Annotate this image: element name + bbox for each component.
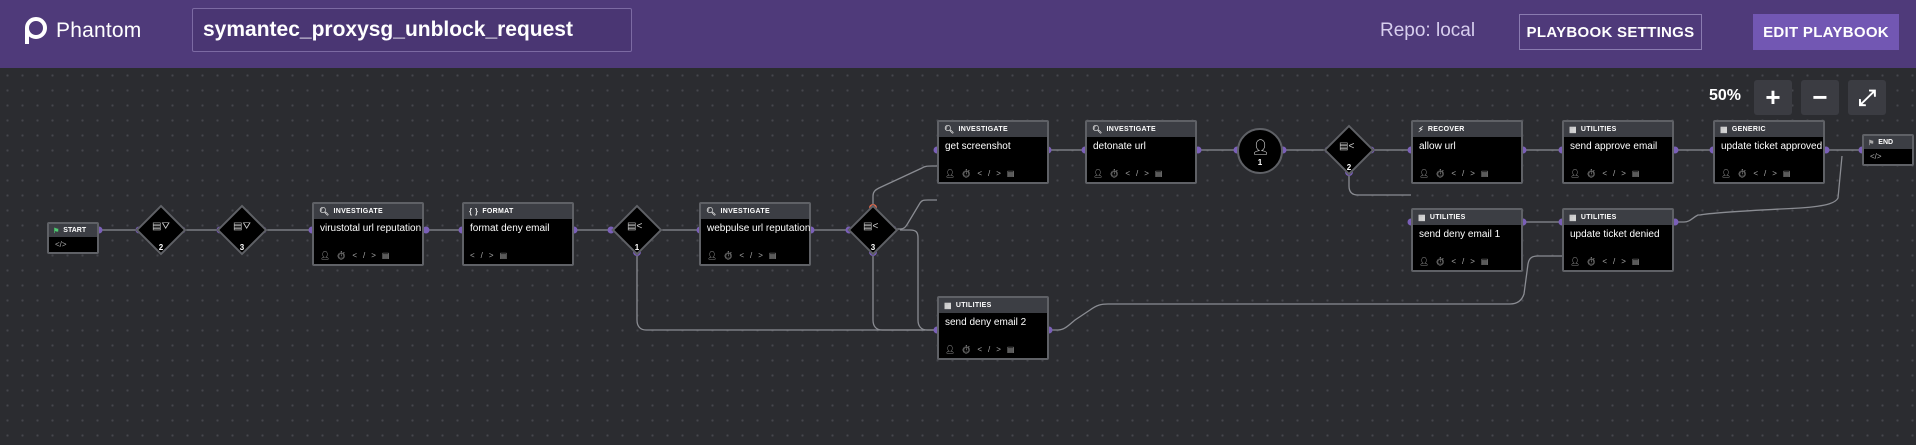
- action-node-webpulse[interactable]: 🔍︎INVESTIGATE webpulse url reputation 👤︎…: [699, 202, 811, 266]
- edge: [1049, 255, 1562, 331]
- edit-playbook-button[interactable]: EDIT PLAYBOOK: [1753, 14, 1899, 50]
- node-title: get screenshot: [945, 141, 1011, 152]
- edge: [1675, 155, 1843, 223]
- filter-icon: ▤⛛: [233, 221, 251, 232]
- edge: [636, 252, 937, 331]
- user-check-icon: 👤︎: [1251, 139, 1271, 156]
- node-action-icons: 👤︎⏱︎</>▤: [1570, 169, 1646, 178]
- action-node-update-ticket-approved[interactable]: ▦GENERIC update ticket approved 👤︎⏱︎</>▤: [1713, 120, 1825, 184]
- zoom-out-button[interactable]: −: [1801, 80, 1839, 115]
- split-icon: ▤<: [863, 221, 879, 232]
- node-action-icons: 👤︎⏱︎</>▤: [320, 251, 396, 260]
- action-node-get-screenshot[interactable]: 🔍︎INVESTIGATE get screenshot 👤︎⏱︎</>▤: [937, 120, 1049, 184]
- phantom-logo-icon: [25, 17, 47, 44]
- code-icon: </>: [1870, 152, 1882, 161]
- node-title: send approve email: [1570, 141, 1658, 152]
- playbook-canvas[interactable]: 50% + − ⤢: [0, 68, 1916, 445]
- action-node-update-ticket-denied[interactable]: ▦UTILITIES update ticket denied 👤︎⏱︎</>▤: [1562, 208, 1674, 272]
- node-title: send deny email 2: [945, 317, 1027, 328]
- prompt-count: 1: [1257, 158, 1263, 167]
- flag-icon: ⚑: [53, 227, 60, 235]
- zoom-level: 50%: [1709, 87, 1742, 104]
- zoom-in-button[interactable]: +: [1754, 80, 1792, 115]
- grid-icon: ▦: [1720, 125, 1728, 134]
- edge: [1348, 172, 1411, 196]
- logo-text: Phantom: [56, 19, 142, 42]
- node-type: GENERIC: [1731, 126, 1766, 133]
- split-icon: ▤<: [627, 221, 643, 232]
- node-type: UTILITIES: [1580, 214, 1617, 221]
- node-title: virustotal url reputation: [320, 223, 422, 234]
- node-title: update ticket denied: [1570, 229, 1660, 240]
- prompt-node[interactable]: 👤︎ 1: [1237, 128, 1283, 174]
- start-node[interactable]: ⚑START </>: [47, 222, 99, 254]
- grid-icon: ▦: [1569, 213, 1577, 222]
- filter-count: 3: [239, 243, 245, 252]
- node-title: update ticket approved: [1721, 141, 1823, 152]
- search-icon: 🔍︎: [944, 125, 955, 134]
- node-title: webpulse url reputation: [707, 223, 811, 234]
- decision-count: 1: [634, 243, 640, 252]
- node-title: detonate url: [1093, 141, 1146, 152]
- node-type: UTILITIES: [1429, 214, 1466, 221]
- search-icon: 🔍︎: [706, 207, 717, 216]
- start-label: START: [63, 227, 87, 234]
- node-action-icons: 👤︎⏱︎</>▤: [1419, 169, 1495, 178]
- action-node-detonate[interactable]: 🔍︎INVESTIGATE detonate url 👤︎⏱︎</>▤: [1085, 120, 1197, 184]
- node-type: INVESTIGATE: [1106, 126, 1156, 133]
- end-node[interactable]: ⚑END </>: [1862, 134, 1914, 166]
- node-type: INVESTIGATE: [958, 126, 1008, 133]
- playbook-name-input[interactable]: [192, 8, 632, 52]
- action-node-send-deny-email-1[interactable]: ▦UTILITIES send deny email 1 👤︎⏱︎</>▤: [1411, 208, 1523, 272]
- edge: [872, 165, 937, 208]
- node-action-icons: 👤︎⏱︎</>▤: [707, 251, 783, 260]
- grid-icon: ▦: [1418, 213, 1426, 222]
- bolt-icon: ⚡︎: [1418, 125, 1424, 134]
- grid-icon: ▦: [1569, 125, 1577, 134]
- node-title: format deny email: [470, 223, 550, 234]
- grid-icon: ▦: [944, 301, 952, 310]
- node-action-icons: </>▤: [470, 251, 514, 260]
- node-type: INVESTIGATE: [720, 208, 770, 215]
- node-action-icons: 👤︎⏱︎</>▤: [945, 345, 1021, 354]
- node-action-icons: 👤︎⏱︎</>▤: [1721, 169, 1797, 178]
- fit-to-screen-button[interactable]: ⤢: [1848, 80, 1886, 115]
- filter-count: 2: [158, 243, 164, 252]
- edge: [872, 252, 925, 331]
- playbook-settings-button[interactable]: PLAYBOOK SETTINGS: [1519, 14, 1702, 50]
- node-action-icons: 👤︎⏱︎</>▤: [1419, 257, 1495, 266]
- decision-count: 3: [870, 243, 876, 252]
- edge: [900, 229, 937, 331]
- node-action-icons: 👤︎⏱︎</>▤: [1570, 257, 1646, 266]
- node-action-icons: 👤︎⏱︎</>▤: [945, 169, 1021, 178]
- end-label: END: [1878, 139, 1894, 146]
- node-action-icons: 👤︎⏱︎</>▤: [1093, 169, 1169, 178]
- braces-icon: { }: [469, 207, 479, 216]
- search-icon: 🔍︎: [319, 207, 330, 216]
- action-node-format[interactable]: { }FORMAT format deny email </>▤: [462, 202, 574, 266]
- search-icon: 🔍︎: [1092, 125, 1103, 134]
- action-node-allow-url[interactable]: ⚡︎RECOVER allow url 👤︎⏱︎</>▤: [1411, 120, 1523, 184]
- action-node-send-approve-email[interactable]: ▦UTILITIES send approve email 👤︎⏱︎</>▤: [1562, 120, 1674, 184]
- node-type: INVESTIGATE: [333, 208, 383, 215]
- filter-icon: ▤⛛: [152, 221, 170, 232]
- node-type: RECOVER: [1427, 126, 1465, 133]
- split-icon: ▤<: [1339, 141, 1355, 152]
- node-title: allow url: [1419, 141, 1456, 152]
- node-type: UTILITIES: [955, 302, 992, 309]
- action-node-virustotal[interactable]: 🔍︎INVESTIGATE virustotal url reputation …: [312, 202, 424, 266]
- repo-label: Repo: local: [1380, 20, 1476, 41]
- app-header: Phantom Repo: local PLAYBOOK SETTINGS ED…: [0, 0, 1916, 68]
- node-title: send deny email 1: [1419, 229, 1501, 240]
- node-type: UTILITIES: [1580, 126, 1617, 133]
- node-type: FORMAT: [482, 208, 514, 215]
- edge: [893, 199, 937, 230]
- logo[interactable]: Phantom: [22, 16, 141, 46]
- decision-count: 2: [1346, 163, 1352, 172]
- code-icon: </>: [55, 240, 67, 249]
- action-node-send-deny-email-2[interactable]: ▦UTILITIES send deny email 2 👤︎⏱︎</>▤: [937, 296, 1049, 360]
- flag-icon: ⚑: [1868, 139, 1875, 147]
